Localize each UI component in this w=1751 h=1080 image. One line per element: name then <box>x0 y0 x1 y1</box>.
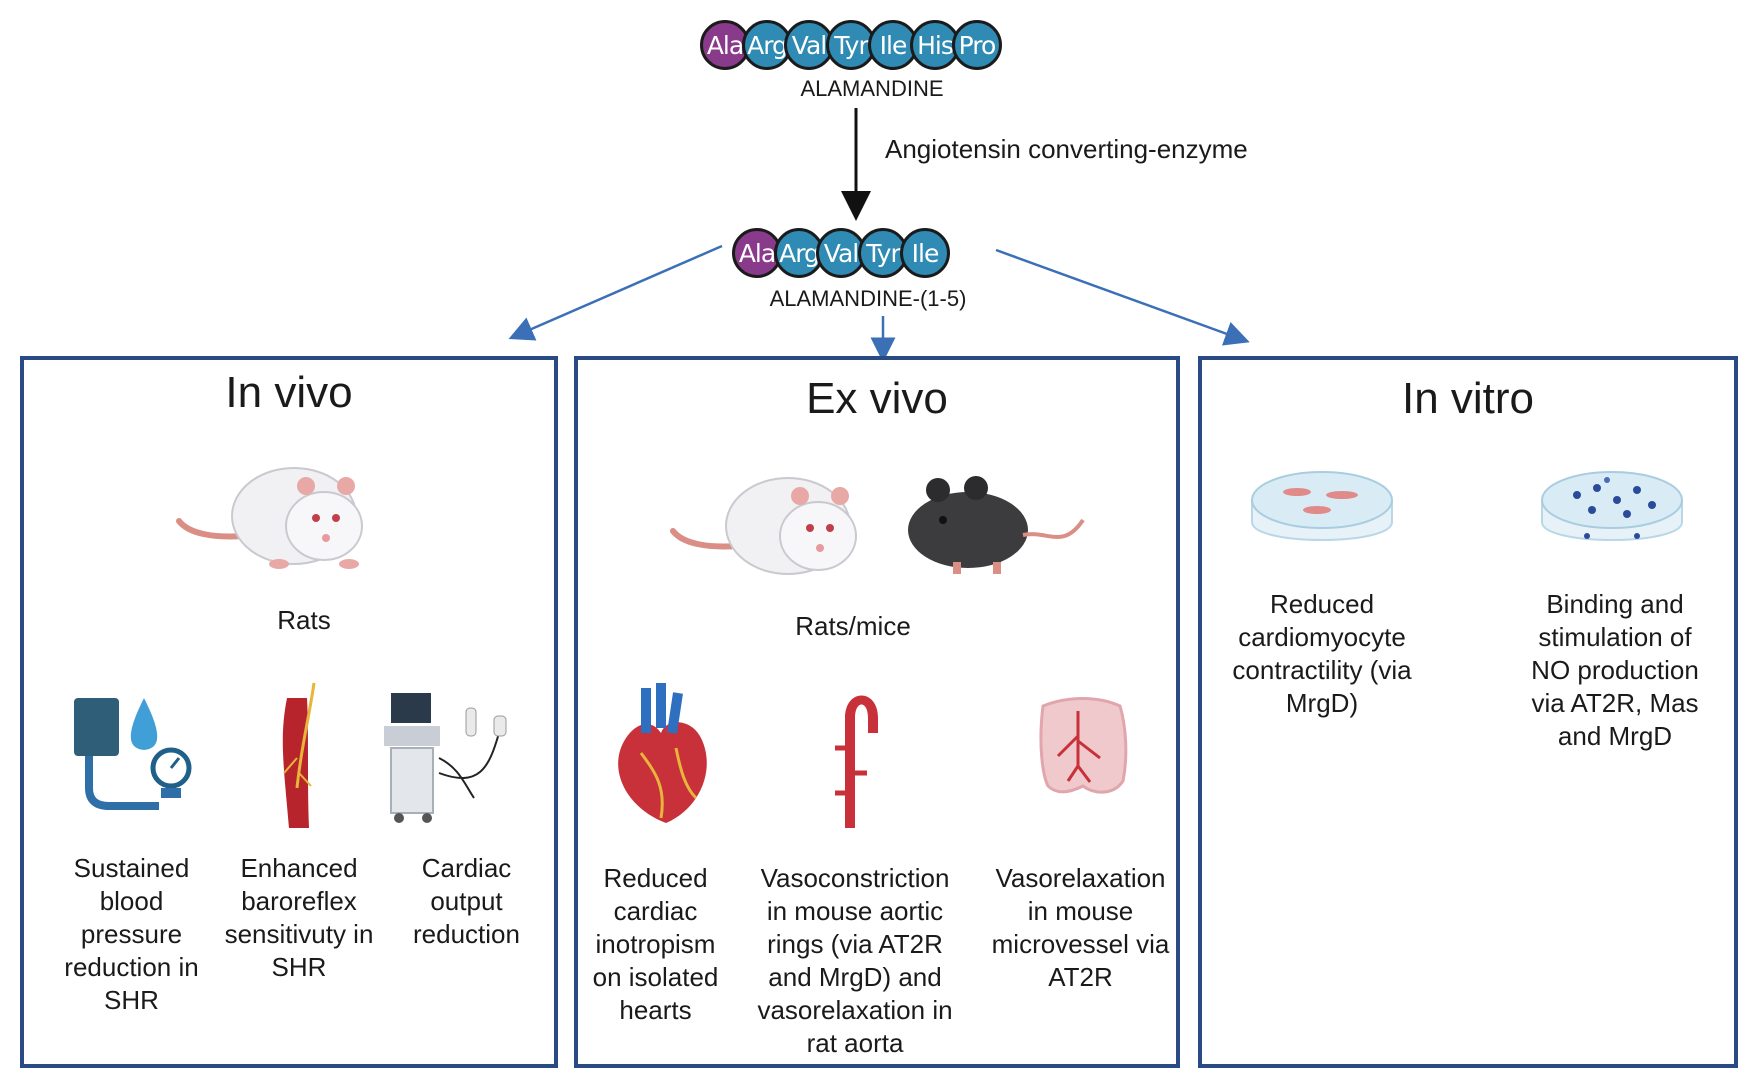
residue-his: His <box>910 20 960 70</box>
residue-val: Val <box>816 228 866 278</box>
rat-icon <box>176 467 363 569</box>
alamandine-1-5-label: ALAMANDINE-(1-5) <box>769 286 967 311</box>
residue-ile: Ile <box>868 20 918 70</box>
residue-tyr: Tyr <box>826 20 876 70</box>
animal-label: Rats/mice <box>795 611 911 641</box>
effect-label: Binding and stimulation of NO production… <box>1531 589 1699 751</box>
arrow-to-in-vitro <box>995 248 1250 346</box>
panel-title: In vitro <box>1401 374 1535 423</box>
alamandine-peptide: Ala Arg Val Tyr Ile His Pro <box>700 20 1002 70</box>
petri-dish-cardiomyocytes-icon <box>1251 471 1393 541</box>
panel-in-vitro: In vitro Reduced cardiomyocyte contracti… <box>1198 356 1738 1068</box>
panel-in-vivo: In vivo Rats Sustained blood <box>20 356 558 1068</box>
enzyme-label: Angiotensin converting-enzyme <box>885 134 1248 164</box>
ultrasound-machine-icon <box>384 693 507 823</box>
effect-label: Reduced cardiomyocyte contractility (via… <box>1232 589 1412 718</box>
residue-arg: Arg <box>742 20 792 70</box>
arrow-to-in-vivo <box>508 244 723 341</box>
panel-title: In vivo <box>225 368 353 417</box>
animal-label: Rats <box>277 605 331 635</box>
mouse-icon <box>908 476 1085 574</box>
aorta-icon <box>835 695 878 828</box>
residue-ala: Ala <box>732 228 782 278</box>
residue-ala: Ala <box>700 20 750 70</box>
effect-label: Vasoconstriction in mouse aortic rings (… <box>757 863 953 1058</box>
effect-label: Reduced cardiac inotropism on isolated h… <box>592 863 719 1025</box>
residue-pro: Pro <box>952 20 1002 70</box>
effect-label: Cardiac output reduction <box>413 853 520 949</box>
alamandine-1-5-peptide: Ala Arg Val Tyr Ile <box>732 228 950 278</box>
heart-icon <box>618 683 707 823</box>
artery-nerve-icon <box>282 682 316 828</box>
effect-label: Sustained blood pressure reduction in SH… <box>64 853 199 1015</box>
panel-title: Ex vivo <box>806 374 948 423</box>
panel-ex-vivo: Ex vivo Rats/mice Reduced cardiac inotro… <box>574 356 1180 1068</box>
alamandine-label: ALAMANDINE <box>800 76 944 101</box>
petri-dish-cells-icon <box>1541 471 1683 541</box>
effect-label: Vasorelaxation in mouse microvessel via … <box>991 863 1170 992</box>
microvessel-icon <box>1039 697 1128 794</box>
blood-pressure-monitor-icon <box>74 698 192 810</box>
effect-label: Enhanced baroreflex sensitivuty in SHR <box>224 853 374 982</box>
residue-ile: Ile <box>900 228 950 278</box>
rat-icon <box>670 477 857 575</box>
